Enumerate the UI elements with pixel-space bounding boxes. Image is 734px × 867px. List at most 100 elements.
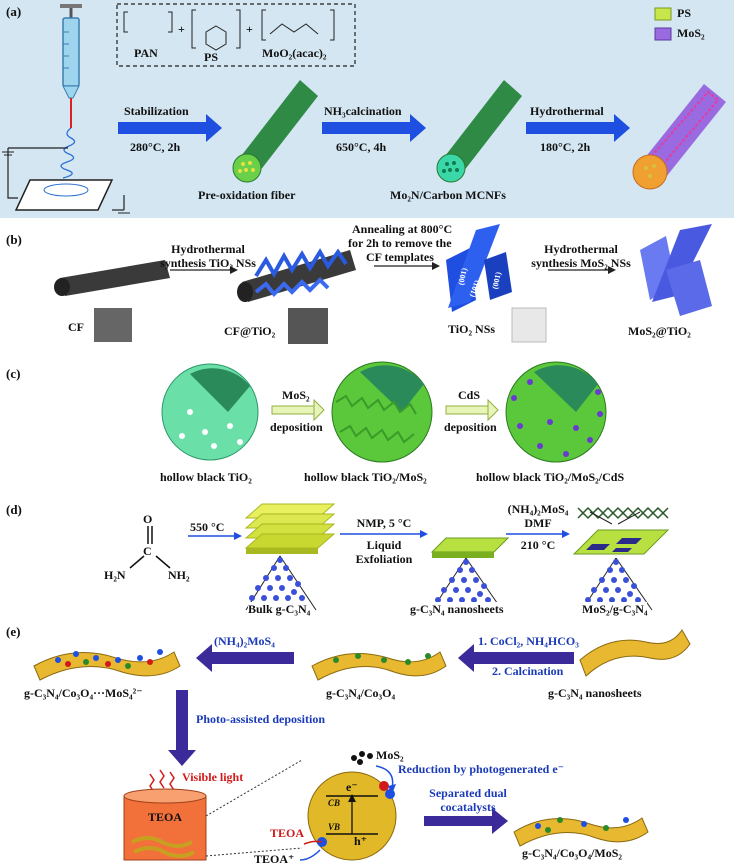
- arrow-c2: [445, 398, 499, 422]
- arrow-d2: [340, 530, 428, 538]
- pan-structure-icon: [123, 11, 173, 33]
- tio2-sem-image: [511, 307, 547, 343]
- step-b1-line1: Hydrothermal: [171, 242, 245, 256]
- hollow-tio2-mos2-sphere-icon: [331, 361, 433, 463]
- tio2-nss-icon: [446, 224, 512, 312]
- step-e1-line1: 1. CoCl₂, NH₄HCO₃: [478, 634, 579, 648]
- panel-b-graphics: [54, 224, 712, 344]
- gcn-co3o4-sheet-icon: [311, 651, 447, 681]
- moo2acac-structure-icon: [261, 9, 335, 41]
- arrow-separated: [424, 808, 508, 834]
- panel-a: (a) PAN + PS + MoO₂(acac)₂ PS MoS₂ Stabi…: [0, 0, 734, 218]
- panel-c: (c) MoS₂ deposition CdS deposition hollo…: [0, 361, 734, 498]
- photocatalyst-particle-icon: [307, 771, 397, 861]
- bulk-gcn-stack-icon: [244, 503, 336, 554]
- syringe-icon: [60, 4, 82, 179]
- vb-label: VB: [328, 822, 341, 832]
- step-d2-line3: Exfoliation: [355, 552, 413, 566]
- item-cf: CF: [68, 320, 84, 334]
- item-gcn-co3o4: g-C₃N₄/Co₃O₄: [326, 686, 396, 700]
- arrow-e1: [458, 644, 574, 672]
- step-e2: (NH₄)₂MoS₄: [214, 634, 275, 648]
- arrow-c2-line2: deposition: [444, 420, 497, 434]
- triazine-network-icon-2: [431, 557, 503, 611]
- separated-line1: Separated dual: [429, 786, 507, 800]
- panel-d-graphics: [129, 503, 670, 611]
- teoa-in-arrow: [303, 840, 323, 845]
- photo-deposition-label: Photo-assisted deposition: [196, 712, 326, 726]
- teoa-out-label: TEOA⁺: [254, 852, 295, 866]
- panel-a-label: (a): [6, 4, 22, 19]
- arrow-c1-line2: deposition: [270, 420, 323, 434]
- reduction-label: Reduction by photogenerated e⁻: [398, 762, 564, 776]
- item-mos2-tio2: MoS₂@TiO₂: [628, 324, 691, 338]
- triazine-network-icon-3: [581, 557, 653, 611]
- arrow-c2-line1: CdS: [458, 388, 481, 402]
- mo2n-label: Mo₂N/Carbon MCNFs: [390, 188, 506, 202]
- zoom-line-2: [205, 847, 303, 857]
- arrow-c1-line1: MoS₂: [282, 388, 310, 402]
- urea-left: H₂N: [104, 568, 126, 582]
- legend-mos2-label: MoS₂: [677, 26, 705, 40]
- legend-mos2-swatch: [654, 27, 672, 41]
- arrow-photo-deposition: [168, 690, 196, 766]
- mos2-tio2-icon: [640, 224, 712, 316]
- panel-b: (b) Hydrothermal synthesis TiO₂ NSs Anne…: [0, 220, 734, 360]
- teoa-beaker-label: TEOA: [148, 810, 183, 824]
- step-b2-line2: for 2h to remove the: [348, 236, 452, 250]
- item-mos2-gcn: MoS₂/g-C₃N₄: [582, 602, 648, 617]
- mos2-gcn-icon: [572, 506, 670, 555]
- arrow-stabilization: [118, 114, 222, 142]
- step-hydrothermal-cond: 180°C, 2h: [540, 140, 591, 154]
- step-stabilization: Stabilization: [124, 104, 189, 118]
- step-hydrothermal: Hydrothermal: [530, 104, 604, 118]
- zoom-line-1: [205, 759, 303, 817]
- panel-e-label: (e): [6, 624, 21, 639]
- cf-sem-image: [94, 308, 132, 342]
- arrow-nh3: [322, 114, 426, 142]
- triazine-network-icon-1: [245, 555, 317, 611]
- precursor-moo2acac: MoO₂(acac)₂: [262, 46, 327, 60]
- legend-ps-swatch: [654, 7, 672, 21]
- panel-d-label: (d): [6, 502, 22, 517]
- arrow-e2: [196, 644, 294, 672]
- precursor-pan: PAN: [134, 46, 158, 60]
- step-b3-line2: synthesis MoS₂ NSs: [531, 256, 631, 270]
- mos2-dots-icon: [351, 751, 373, 765]
- mos2-coated-fiber-icon: [632, 84, 726, 190]
- arrow-d3: [506, 530, 570, 538]
- cf-tio2-rod-icon: [237, 248, 356, 302]
- mo2n-carbon-fiber-icon: [436, 80, 522, 183]
- panel-a-graphics: [2, 3, 726, 214]
- urea-bonds: [129, 526, 171, 569]
- panel-c-label: (c): [6, 366, 21, 381]
- item-tio2-nss: TiO₂ NSs: [448, 322, 496, 336]
- plus-1: +: [178, 22, 185, 36]
- step-d1: 550 °C: [190, 520, 225, 534]
- electron-label: e⁻: [346, 780, 358, 794]
- panel-b-label: (b): [6, 232, 22, 247]
- step-nh3: NH₃calcination: [324, 104, 402, 118]
- step-b2-line1: Annealing at 800°C: [352, 222, 453, 236]
- separated-line2: cocatalysts: [440, 800, 496, 814]
- hole-label: h⁺: [354, 834, 368, 848]
- teoa-in-label: TEOA: [270, 826, 305, 840]
- teoa-beaker-icon: [123, 788, 207, 861]
- cf-rod-icon: [54, 260, 170, 296]
- urea-o: O: [143, 512, 153, 526]
- item-bulk-gcn: Bulk g-C₃N₄: [248, 602, 311, 617]
- visible-light-label: Visible light: [182, 770, 244, 784]
- hollow-tio2-mos2-cds-sphere-icon: [505, 361, 607, 463]
- panel-d: (d) O C H₂N NH₂ 550 °C NMP, 5 °C Liquid …: [0, 498, 734, 618]
- step-d3-line3: 210 °C: [520, 538, 556, 552]
- step-d2-line2: Liquid: [366, 538, 402, 552]
- step-d3-line2: DMF: [524, 516, 552, 530]
- step-d2-line1: NMP, 5 °C: [356, 516, 412, 530]
- urea-right: NH₂: [168, 568, 190, 582]
- step-b2-line3: CF templates: [366, 250, 434, 264]
- item-hollow-tio2: hollow black TiO₂: [160, 470, 252, 484]
- gcn-nanosheet-e-icon: [579, 629, 691, 677]
- final-sheet-icon: [513, 817, 649, 847]
- legend-ps-label: PS: [677, 6, 692, 20]
- step-b1-line2: synthesis TiO₂ NSs: [160, 256, 256, 270]
